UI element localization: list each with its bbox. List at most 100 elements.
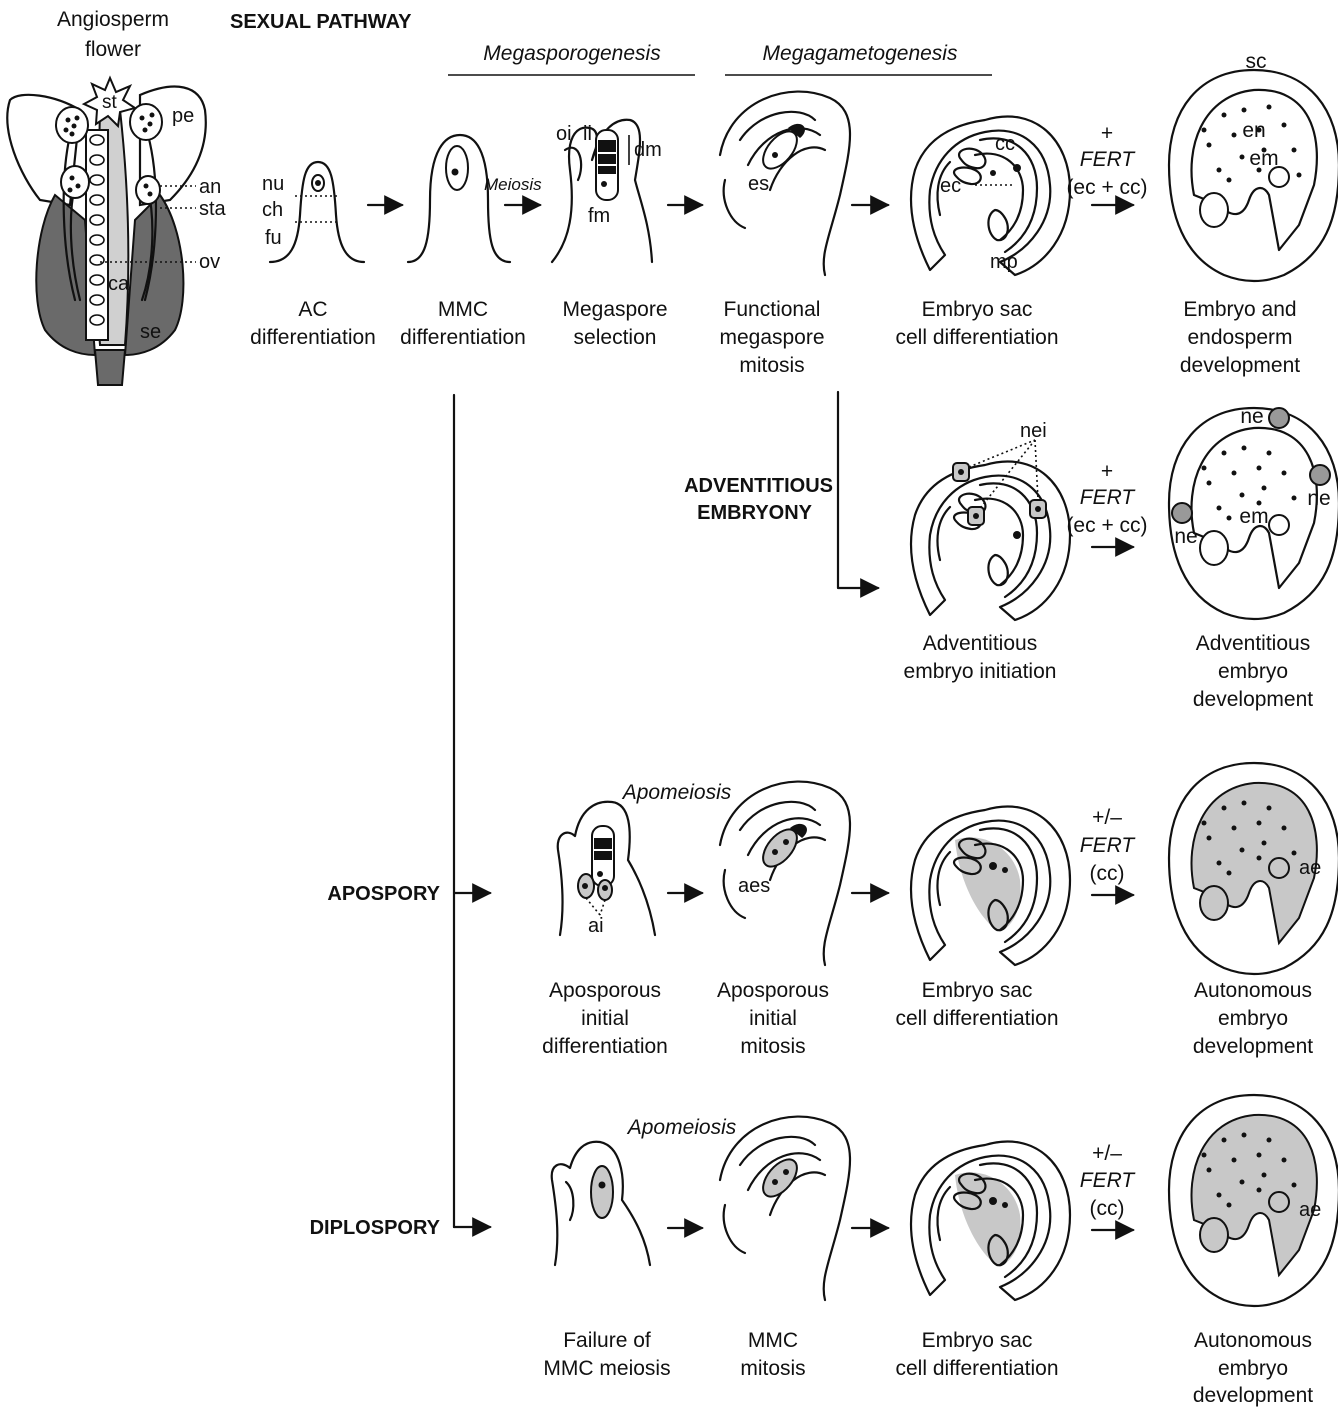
label-ec: ec bbox=[940, 175, 961, 197]
heading-sexual-pathway: SEXUAL PATHWAY bbox=[230, 11, 412, 33]
heading-adventitious-1: ADVENTITIOUS bbox=[684, 475, 833, 497]
captions-apospory-0-1: initial bbox=[581, 1007, 629, 1030]
captions-sexual: AC differentiation MMC differentiation M… bbox=[250, 298, 1300, 377]
fert-ec-cc: (ec + cc) bbox=[1066, 514, 1147, 537]
label-st: st bbox=[102, 92, 118, 113]
label-nu: nu bbox=[262, 173, 284, 195]
label-ov: ov bbox=[199, 251, 220, 273]
diplospory-mitosis-ovule bbox=[720, 1117, 850, 1300]
fert-word: FERT bbox=[1080, 834, 1137, 857]
captions-adventitious-1-2: development bbox=[1193, 688, 1313, 711]
label-ne-right: ne bbox=[1307, 487, 1330, 510]
captions-sexual-3-2: mitosis bbox=[739, 354, 804, 377]
fert-plus: + bbox=[1101, 122, 1113, 145]
captions-apospory-1-2: mitosis bbox=[740, 1035, 805, 1058]
seed-diplospory: ae bbox=[1169, 1095, 1338, 1306]
phase-apomeiosis-diplospory: Apomeiosis bbox=[626, 1116, 737, 1139]
label-pe: pe bbox=[172, 105, 194, 127]
captions-diplospory-1-0: MMC bbox=[748, 1329, 798, 1352]
captions-sexual-3-0: Functional bbox=[724, 298, 821, 321]
captions-sexual-2-0: Megaspore bbox=[562, 298, 667, 321]
label-meiosis: Meiosis bbox=[484, 175, 542, 194]
label-ne-top: ne bbox=[1240, 405, 1263, 428]
captions-sexual-5-1: endosperm bbox=[1187, 326, 1292, 349]
mmc-ovule bbox=[408, 135, 510, 262]
label-se: se bbox=[140, 321, 161, 343]
label-fm: fm bbox=[588, 205, 610, 227]
heading-diplospory: DIPLOSPORY bbox=[310, 1217, 441, 1239]
captions-diplospory-0-1: MMC meiosis bbox=[543, 1357, 670, 1380]
fert-ec-cc: (ec + cc) bbox=[1066, 176, 1147, 199]
captions-apospory-0-0: Aposporous bbox=[549, 979, 661, 1002]
captions-sexual-2-1: selection bbox=[574, 326, 657, 349]
fert-word: FERT bbox=[1080, 1169, 1137, 1192]
captions-sexual-5-2: development bbox=[1180, 354, 1300, 377]
ac-primordium: nu ch fu bbox=[262, 162, 364, 262]
apospory-embryo-sac bbox=[911, 806, 1070, 965]
label-sc: sc bbox=[1246, 50, 1267, 73]
fert-cc: (cc) bbox=[1090, 1197, 1125, 1220]
heading-adventitious-2: EMBRYONY bbox=[697, 502, 812, 524]
captions-diplospory-3-1: embryo bbox=[1218, 1357, 1288, 1380]
captions-diplospory: Failure of MMC meiosis MMC mitosis Embry… bbox=[543, 1329, 1313, 1407]
label-es: es bbox=[748, 173, 769, 195]
flower-title-line2: flower bbox=[85, 38, 141, 61]
phase-megagametogenesis: Megagametogenesis bbox=[763, 42, 958, 65]
diplospory-embryo-sac bbox=[911, 1141, 1070, 1300]
sexual-row: nu ch fu Meiosis oi ii dm fm bbox=[262, 50, 1338, 281]
functional-megaspore-ovule: es bbox=[720, 92, 850, 275]
fert-plusminus: +/– bbox=[1092, 1142, 1122, 1165]
captions-apospory-2-1: cell differentiation bbox=[895, 1007, 1058, 1030]
seed-adventitious: ne ne ne em bbox=[1169, 405, 1338, 619]
captions-apospory-3-0: Autonomous bbox=[1194, 979, 1312, 1002]
fert-word: FERT bbox=[1080, 486, 1137, 509]
label-ch: ch bbox=[262, 199, 283, 221]
fert-sexual: + FERT (ec + cc) bbox=[1066, 122, 1147, 205]
aposporous-initial-ovule: ai bbox=[558, 802, 655, 937]
captions-diplospory-3-2: development bbox=[1193, 1384, 1313, 1407]
label-ne-left: ne bbox=[1174, 525, 1197, 548]
label-ai: ai bbox=[588, 915, 604, 937]
captions-sexual-0-0: AC bbox=[298, 298, 327, 321]
captions-diplospory-0-0: Failure of bbox=[563, 1329, 651, 1352]
captions-diplospory-3-0: Autonomous bbox=[1194, 1329, 1312, 1352]
captions-sexual-4-1: cell differentiation bbox=[895, 326, 1058, 349]
angiosperm-flower: Angiosperm flower bbox=[7, 8, 226, 385]
captions-diplospory-2-1: cell differentiation bbox=[895, 1357, 1058, 1380]
captions-sexual-0-1: differentiation bbox=[250, 326, 376, 349]
label-oi: oi bbox=[556, 123, 572, 145]
label-cc: cc bbox=[995, 133, 1015, 155]
embryo-sac-ovule: cc ec mp bbox=[911, 116, 1070, 275]
captions-apospory-3-1: embryo bbox=[1218, 1007, 1288, 1030]
captions-apospory-0-2: differentiation bbox=[542, 1035, 668, 1058]
captions-diplospory-1-1: mitosis bbox=[740, 1357, 805, 1380]
seed-apospory: ae bbox=[1169, 763, 1338, 974]
adventitious-connector bbox=[838, 392, 878, 588]
label-sta: sta bbox=[199, 198, 227, 220]
captions-apospory-3-2: development bbox=[1193, 1035, 1313, 1058]
fert-cc: (cc) bbox=[1090, 862, 1125, 885]
captions-sexual-1-1: differentiation bbox=[400, 326, 526, 349]
adventitious-ovule: nei bbox=[911, 420, 1070, 620]
captions-sexual-1-0: MMC bbox=[438, 298, 488, 321]
label-em-adv: em bbox=[1239, 505, 1268, 528]
phase-megasporogenesis: Megasporogenesis bbox=[483, 42, 661, 65]
label-em: em bbox=[1249, 147, 1278, 170]
label-ae: ae bbox=[1299, 857, 1321, 879]
seed-sexual: sc en em bbox=[1169, 50, 1338, 281]
captions-sexual-3-1: megaspore bbox=[719, 326, 824, 349]
phase-apomeiosis-apospory: Apomeiosis bbox=[621, 781, 732, 804]
label-en: en bbox=[1242, 119, 1265, 142]
label-fu: fu bbox=[265, 227, 282, 249]
captions-adventitious: Adventitious embryo initiation Adventiti… bbox=[904, 632, 1314, 711]
fert-apospory: +/– FERT (cc) bbox=[1080, 806, 1137, 895]
label-ca: ca bbox=[108, 273, 130, 295]
label-ii: ii bbox=[583, 123, 592, 145]
captions-apospory-1-1: initial bbox=[749, 1007, 797, 1030]
captions-sexual-4-0: Embryo sac bbox=[922, 298, 1033, 321]
label-nei: nei bbox=[1020, 420, 1047, 442]
diplospory-mmc-ovule bbox=[552, 1142, 650, 1265]
fert-diplospory: +/– FERT (cc) bbox=[1080, 1142, 1137, 1230]
pedicel bbox=[95, 350, 125, 385]
